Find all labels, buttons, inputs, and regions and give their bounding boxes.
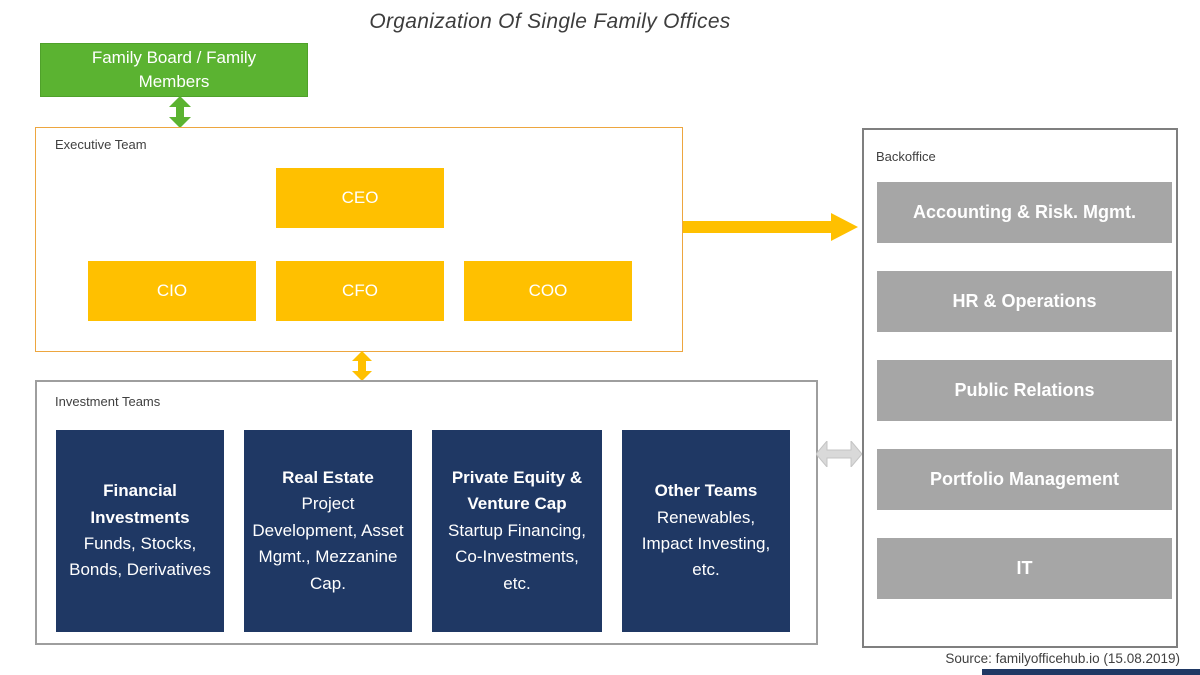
cfo-box: CFO bbox=[276, 261, 444, 321]
family-exec-double-arrow-icon bbox=[169, 96, 191, 128]
ceo-label: CEO bbox=[341, 188, 379, 207]
cio-label: CIO bbox=[156, 281, 188, 300]
dept-label: Portfolio Management bbox=[929, 469, 1119, 489]
footer-accent-bar bbox=[982, 669, 1200, 675]
dept-it-box: IT bbox=[877, 538, 1172, 599]
coo-label: COO bbox=[528, 281, 568, 300]
coo-box: COO bbox=[464, 261, 632, 321]
source-caption: Source: familyofficehub.io (15.08.2019) bbox=[945, 651, 1180, 666]
dept-label: Accounting & Risk. Mgmt. bbox=[912, 202, 1136, 222]
team-financial-investments-box: Financial Investments Funds, Stocks, Bon… bbox=[56, 430, 224, 632]
dept-label: HR & Operations bbox=[952, 291, 1097, 311]
cio-box: CIO bbox=[88, 261, 256, 321]
dept-accounting-box: Accounting & Risk. Mgmt. bbox=[877, 182, 1172, 243]
team-private-equity-box: Private Equity & Venture Cap Startup Fin… bbox=[432, 430, 602, 632]
team-detail: Startup Financing, Co-Investments, etc. bbox=[448, 520, 586, 593]
ceo-box: CEO bbox=[276, 168, 444, 228]
team-heading: Real Estate bbox=[282, 468, 374, 488]
team-real-estate-box: Real Estate Project Development, Asset M… bbox=[244, 430, 412, 632]
team-detail: Renewables, Impact Investing, etc. bbox=[641, 507, 771, 580]
team-heading: Private Equity & Venture Cap bbox=[451, 468, 583, 514]
dept-public-relations-box: Public Relations bbox=[877, 360, 1172, 421]
team-other-teams-box: Other Teams Renewables, Impact Investing… bbox=[622, 430, 790, 632]
team-detail: Project Development, Asset Mgmt., Mezzan… bbox=[252, 494, 404, 593]
dept-portfolio-management-box: Portfolio Management bbox=[877, 449, 1172, 510]
family-board-label: Family Board / Family Members bbox=[91, 48, 257, 91]
exec-backoffice-arrow-icon bbox=[683, 213, 858, 241]
backoffice-label: Backoffice bbox=[876, 149, 936, 164]
executive-team-label: Executive Team bbox=[55, 137, 147, 152]
investment-backoffice-double-arrow-icon bbox=[816, 441, 862, 467]
dept-label: Public Relations bbox=[954, 380, 1095, 400]
family-board-box: Family Board / Family Members bbox=[40, 43, 308, 97]
team-detail: Funds, Stocks, Bonds, Derivatives bbox=[69, 534, 211, 580]
page-title: Organization Of Single Family Offices bbox=[369, 10, 731, 33]
cfo-label: CFO bbox=[342, 281, 378, 300]
dept-hr-operations-box: HR & Operations bbox=[877, 271, 1172, 332]
dept-label: IT bbox=[1016, 558, 1033, 578]
team-heading: Other Teams bbox=[654, 481, 758, 501]
investment-teams-label: Investment Teams bbox=[55, 394, 161, 409]
team-heading: Financial Investments bbox=[90, 481, 190, 527]
exec-investment-double-arrow-icon bbox=[352, 351, 372, 381]
